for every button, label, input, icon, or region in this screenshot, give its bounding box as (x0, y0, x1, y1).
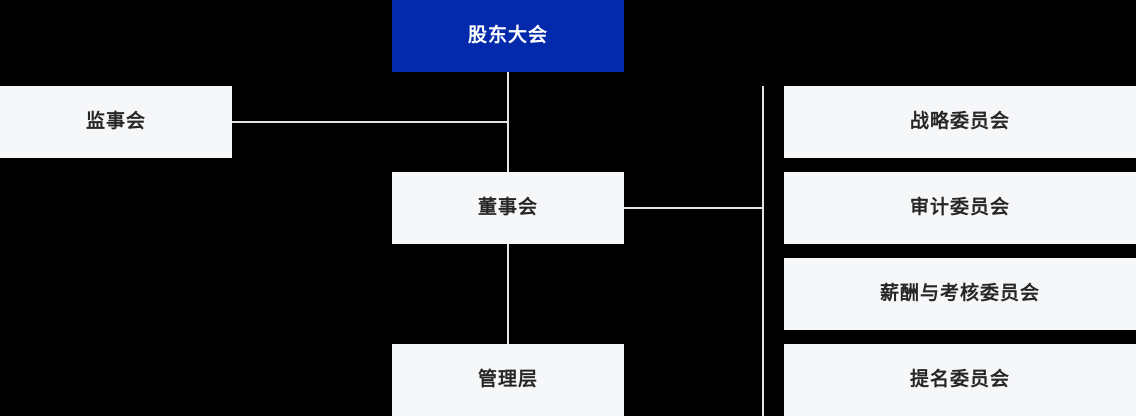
node-management[interactable]: 管理层 (392, 344, 624, 416)
node-label: 董事会 (477, 196, 538, 218)
node-shareholders-meeting[interactable]: 股东大会 (392, 0, 624, 72)
node-label: 薪酬与考核委员会 (879, 282, 1040, 304)
node-label: 战略委员会 (909, 110, 1010, 132)
node-remuneration-appraisal-committee[interactable]: 薪酬与考核委员会 (784, 258, 1136, 330)
node-label: 监事会 (85, 110, 146, 132)
connector-root-to-supervisors (232, 121, 509, 123)
node-strategy-committee[interactable]: 战略委员会 (784, 86, 1136, 158)
node-board-of-supervisors[interactable]: 监事会 (0, 86, 232, 158)
node-label: 提名委员会 (909, 368, 1010, 390)
node-audit-committee[interactable]: 审计委员会 (784, 172, 1136, 244)
node-label: 审计委员会 (909, 196, 1010, 218)
node-nomination-committee[interactable]: 提名委员会 (784, 344, 1136, 416)
node-label: 股东大会 (467, 24, 548, 46)
node-board-of-directors[interactable]: 董事会 (392, 172, 624, 244)
node-label: 管理层 (477, 368, 538, 390)
connector-board-to-management (507, 244, 509, 344)
connector-board-to-committee-rail (624, 207, 763, 209)
connector-committee-rail (762, 86, 764, 416)
